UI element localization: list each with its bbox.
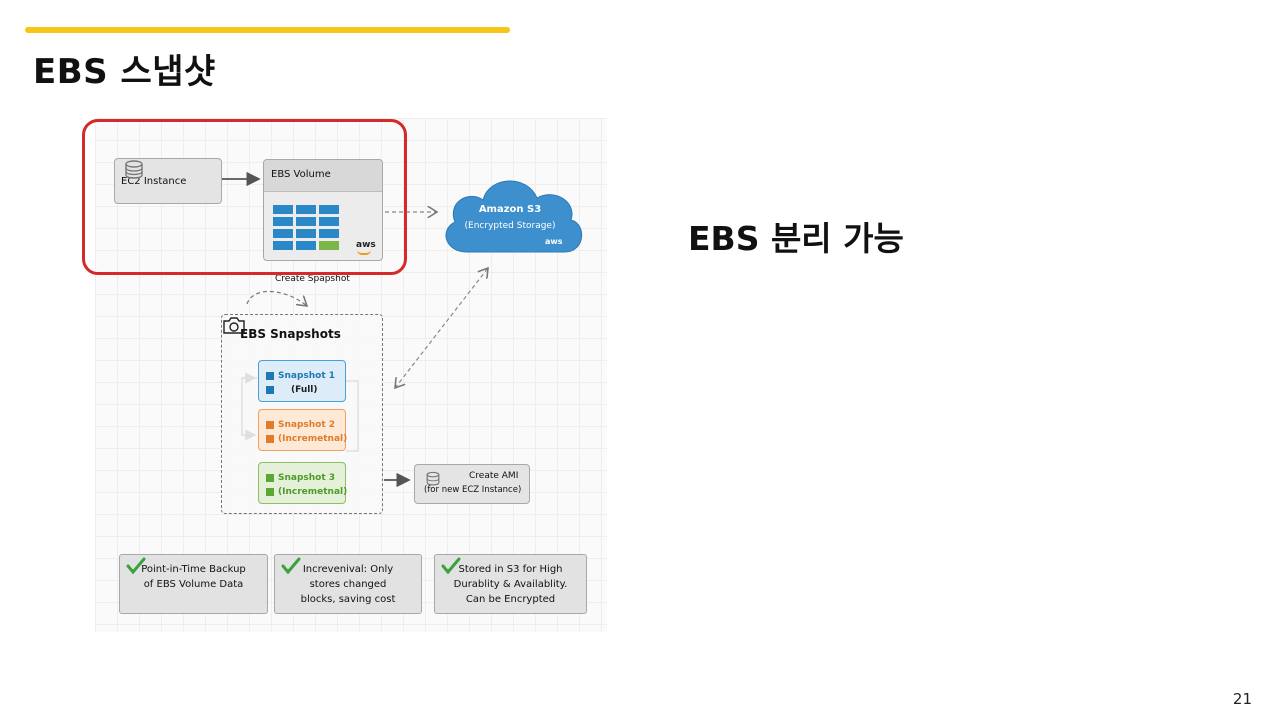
- snapshot-3: Snapshot 3 (Incremetnal): [258, 462, 348, 504]
- snapshot-block-icon: [266, 488, 274, 496]
- volume-block: [273, 241, 293, 250]
- create-ami-subtitle: (for new ECZ Instance): [424, 485, 522, 495]
- highlight-box: [82, 119, 407, 275]
- volume-block: [319, 205, 339, 214]
- s3-title: Amazon S3: [478, 204, 542, 215]
- feature-text-line: blocks, saving cost: [300, 594, 396, 605]
- arrow-snapshots-s3: [395, 268, 488, 388]
- snapshot-block-icon: [266, 435, 274, 443]
- snapshot-block-icon: [266, 421, 274, 429]
- snapshot-3-name: Snapshot 3: [278, 473, 336, 483]
- create-ami-box: Create AMI (for new ECZ Instance): [414, 464, 530, 504]
- title-accent-bar: [25, 27, 510, 33]
- snapshot-1: Snapshot 1 (Full): [258, 360, 346, 402]
- feature-incremental: Increvenival: Only stores changed blocks…: [274, 554, 422, 614]
- volume-block: [296, 241, 316, 250]
- s3-subtitle: (Encrypted Storage): [464, 221, 556, 231]
- snapshot-1-name: Snapshot 1: [278, 371, 336, 381]
- snapshot-3-type: (Incremetnal): [278, 487, 348, 497]
- page-number: 21: [1232, 690, 1252, 708]
- snapshot-block-icon: [266, 474, 274, 482]
- snapshot-2: Snapshot 2 (Incremetnal): [258, 409, 348, 451]
- snapshot-block-icon: [266, 372, 274, 380]
- database-icon: [426, 471, 440, 486]
- slide-title: EBS 스냅샷: [33, 52, 216, 92]
- volume-block: [296, 217, 316, 226]
- volume-block: [273, 217, 293, 226]
- side-text: EBS 분리 가능: [688, 219, 904, 258]
- s3-cloud-shape: [445, 180, 583, 253]
- camera-icon: [223, 317, 245, 334]
- aws-logo-icon: aws: [356, 240, 376, 250]
- volume-block: [273, 229, 293, 238]
- aws-smile-icon: [357, 250, 371, 255]
- volume-block: [319, 217, 339, 226]
- feature-text-line: Stored in S3 for High: [458, 564, 563, 575]
- ebs-snapshots-title: EBS Snapshots: [240, 327, 341, 341]
- volume-block: [296, 205, 316, 214]
- volume-block: [273, 205, 293, 214]
- volume-block-changed: [319, 241, 339, 250]
- ebs-snapshot-diagram: EC2 Instance EBS Volume aws Amazon S3 (E…: [95, 118, 607, 632]
- volume-block: [319, 229, 339, 238]
- ebs-snapshots-container: EBS Snapshots Snapshot 1 (Full) Snapshot…: [221, 314, 383, 514]
- snapshot-2-name: Snapshot 2: [278, 420, 336, 430]
- feature-text-line: of EBS Volume Data: [143, 579, 244, 590]
- create-snapshot-label: Create Spapshot: [275, 274, 350, 284]
- snapshot-2-type: (Incremetnal): [278, 434, 348, 444]
- ebs-volume-box: EBS Volume aws: [263, 159, 383, 261]
- ec2-instance-label: EC2 Instance: [121, 175, 187, 187]
- arrow-create-snapshot: [246, 290, 307, 306]
- feature-text-line: Increvenival: Only: [302, 564, 394, 575]
- ec2-instance-box: EC2 Instance: [114, 158, 222, 204]
- database-icon: [125, 160, 143, 179]
- checkmark-icon: [281, 557, 301, 575]
- checkmark-icon: [126, 557, 146, 575]
- feature-point-in-time-backup: Point-in-Time Backup of EBS Volume Data: [119, 554, 268, 614]
- feature-stored-in-s3: Stored in S3 for High Durablity & Availa…: [434, 554, 587, 614]
- create-ami-title: Create AMI: [469, 471, 519, 481]
- s3-aws-logo-icon: aws: [545, 237, 563, 246]
- ebs-volume-label: EBS Volume: [264, 160, 382, 192]
- snapshot-1-type: (Full): [291, 385, 318, 395]
- feature-text-line: Point-in-Time Backup: [141, 564, 246, 575]
- feature-text-line: Can be Encrypted: [465, 594, 556, 605]
- snapshot-block-icon: [266, 386, 274, 394]
- feature-text-line: Durablity & Availablity.: [453, 579, 568, 590]
- checkmark-icon: [441, 557, 461, 575]
- ebs-volume-blocks: [273, 205, 339, 250]
- feature-text-line: stores changed: [309, 579, 387, 590]
- volume-block: [296, 229, 316, 238]
